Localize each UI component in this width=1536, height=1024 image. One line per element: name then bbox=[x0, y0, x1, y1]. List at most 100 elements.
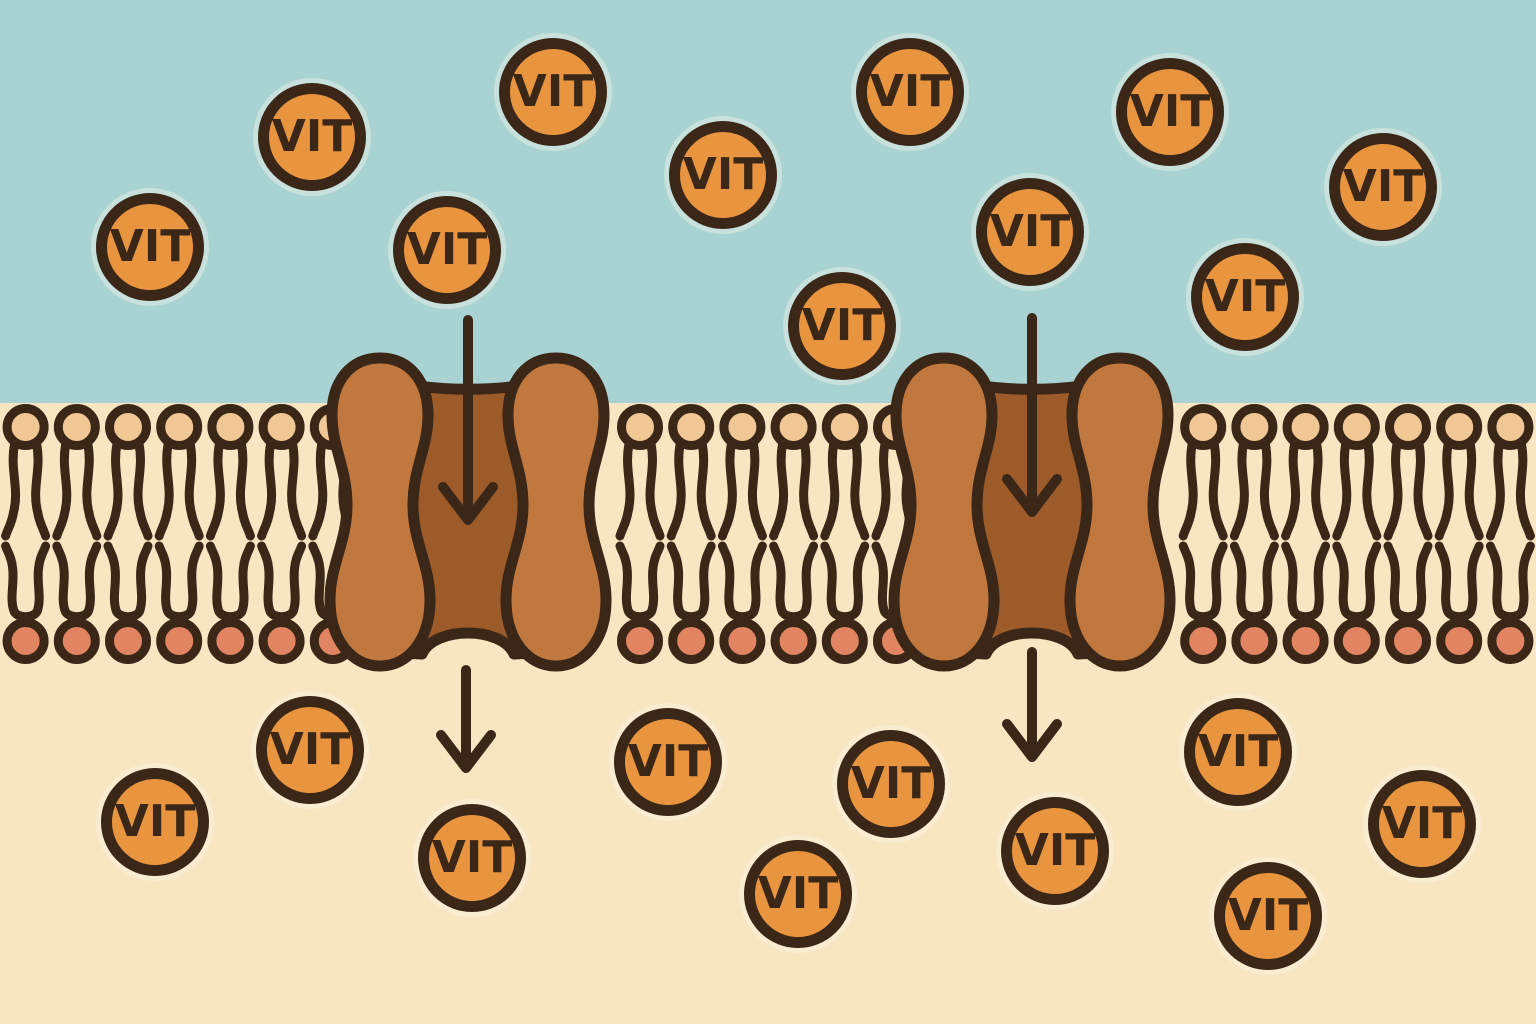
lipid-head-bottom bbox=[719, 618, 766, 664]
lipid-head-bottom bbox=[1333, 618, 1380, 664]
lipid-tails-top bbox=[1332, 439, 1382, 541]
vitamin-molecule-extracellular: VIT bbox=[393, 196, 501, 304]
lipid-tails-top bbox=[1434, 439, 1484, 541]
vitamin-molecule-extracellular: VIT bbox=[258, 83, 366, 191]
lipid-tails-top bbox=[1229, 439, 1279, 541]
lipid-head-top bbox=[1436, 404, 1483, 450]
vitamin-label: VIT bbox=[1014, 825, 1096, 876]
vitamin-molecule-extracellular: VIT bbox=[1116, 58, 1224, 166]
transport-arrows bbox=[436, 313, 1062, 773]
lipid bbox=[666, 404, 716, 664]
arrow-head bbox=[1002, 719, 1062, 762]
channel-subunit bbox=[888, 352, 1000, 672]
arrow-into-channel-2 bbox=[1002, 313, 1062, 517]
lipid-tails-bottom bbox=[1434, 541, 1484, 622]
lipid-head-top bbox=[105, 404, 151, 450]
lipid-tails-bottom bbox=[1485, 541, 1535, 622]
lipid bbox=[103, 404, 153, 664]
lipid-head-bottom bbox=[105, 618, 151, 664]
lipid-head-bottom bbox=[1385, 618, 1431, 664]
lipid bbox=[1332, 404, 1382, 664]
lipid-tails-bottom bbox=[1332, 541, 1382, 622]
lipid-tails-bottom bbox=[1229, 541, 1279, 622]
lipid bbox=[717, 404, 767, 664]
lipid-tails-bottom bbox=[154, 541, 204, 622]
channel-subunit bbox=[500, 352, 612, 672]
vitamin-label: VIT bbox=[1227, 890, 1309, 941]
lipid-head-top bbox=[821, 404, 868, 450]
vitamin-label: VIT bbox=[850, 758, 932, 809]
vitamin-label: VIT bbox=[989, 206, 1071, 257]
lipid-tails-bottom bbox=[1178, 541, 1228, 622]
vitamin-label: VIT bbox=[109, 221, 191, 272]
lipid bbox=[1434, 404, 1484, 664]
lipid-head-bottom bbox=[156, 618, 203, 664]
vitamin-molecule-extracellular: VIT bbox=[976, 178, 1084, 286]
vitamin-label: VIT bbox=[1204, 271, 1286, 322]
vitamin-label: VIT bbox=[271, 111, 353, 162]
lipid-head-top bbox=[53, 404, 100, 450]
lipid-head-top bbox=[1333, 404, 1380, 450]
vitamin-molecule-extracellular: VIT bbox=[856, 38, 964, 146]
vitamin-label: VIT bbox=[1342, 161, 1424, 212]
lipid-head-bottom bbox=[207, 618, 254, 664]
vitamin-molecule-extracellular: VIT bbox=[96, 193, 204, 301]
arrow-out-of-channel-2 bbox=[1002, 647, 1062, 762]
lipid-head-bottom bbox=[1231, 618, 1278, 664]
lipid-head-bottom bbox=[53, 618, 100, 664]
channel-subunit bbox=[1064, 352, 1176, 672]
lipid-head-bottom bbox=[821, 618, 868, 664]
lipid-head-top bbox=[2, 404, 49, 450]
lipid-tails-bottom bbox=[103, 541, 153, 622]
lipid-tails-top bbox=[103, 439, 153, 541]
vitamin-molecule-intracellular: VIT bbox=[418, 804, 526, 912]
lipid-tails-bottom bbox=[1383, 541, 1433, 622]
lipid-tails-top bbox=[666, 439, 716, 541]
arrow-head bbox=[438, 482, 498, 525]
lipid bbox=[1485, 404, 1535, 664]
lipid-tails-top bbox=[717, 439, 767, 541]
lipid-head-top bbox=[719, 404, 766, 450]
vitamin-label: VIT bbox=[269, 724, 351, 775]
lipid-head-top bbox=[156, 404, 203, 450]
lipid-tails-top bbox=[52, 439, 102, 541]
lipid-tails-bottom bbox=[205, 541, 255, 622]
lipid-head-top bbox=[617, 404, 663, 450]
lipid-head-bottom bbox=[1487, 618, 1534, 664]
lipid-tails-top bbox=[1281, 439, 1331, 541]
vitamin-molecule-intracellular: VIT bbox=[1214, 862, 1322, 970]
vitamin-label: VIT bbox=[801, 300, 883, 351]
lipid-head-top bbox=[668, 404, 715, 450]
lipid bbox=[1229, 404, 1279, 664]
lipid-head-top bbox=[1180, 404, 1227, 450]
lipid bbox=[1, 404, 51, 664]
lipid-tails-bottom bbox=[820, 541, 870, 622]
vitamin-label: VIT bbox=[627, 736, 709, 787]
lipid-head-top bbox=[1231, 404, 1278, 450]
vitamin-molecule-intracellular: VIT bbox=[744, 840, 852, 948]
vitamin-label: VIT bbox=[1129, 86, 1211, 137]
lipid-tails-top bbox=[154, 439, 204, 541]
lipid-tails-bottom bbox=[615, 541, 665, 622]
lipid-tails-top bbox=[205, 439, 255, 541]
lipid-head-bottom bbox=[1180, 618, 1227, 664]
vitamin-molecule-extracellular: VIT bbox=[1329, 133, 1437, 241]
lipid-tails-top bbox=[1383, 439, 1433, 541]
vitamin-label: VIT bbox=[869, 66, 951, 117]
lipid bbox=[1281, 404, 1331, 664]
lipid-tails-bottom bbox=[1281, 541, 1331, 622]
vitamin-molecule-extracellular: VIT bbox=[669, 121, 777, 229]
lipid-tails-bottom bbox=[666, 541, 716, 622]
vitamin-label: VIT bbox=[114, 796, 196, 847]
lipid bbox=[820, 404, 870, 664]
vitamin-label: VIT bbox=[431, 832, 513, 883]
vitamin-molecule-intracellular: VIT bbox=[614, 708, 722, 816]
lipid-tails-bottom bbox=[717, 541, 767, 622]
lipid bbox=[1383, 404, 1433, 664]
lipid-head-bottom bbox=[1436, 618, 1483, 664]
lipid-head-top bbox=[258, 404, 305, 450]
vitamin-label: VIT bbox=[1197, 726, 1279, 777]
vitamin-label: VIT bbox=[406, 224, 488, 275]
lipid bbox=[615, 404, 665, 664]
